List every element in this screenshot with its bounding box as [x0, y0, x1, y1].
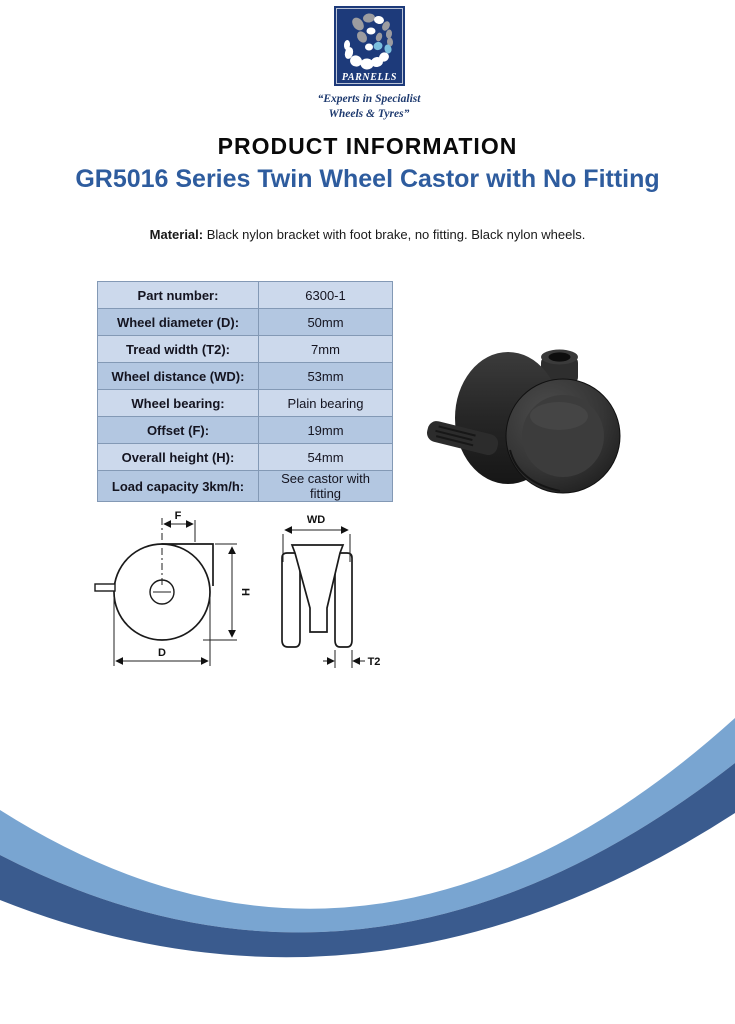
section-title: PRODUCT INFORMATION	[217, 133, 518, 159]
spec-label: Overall height (H):	[97, 443, 259, 471]
spec-label: Wheel diameter (D):	[97, 308, 259, 336]
swoosh-dark-band	[0, 763, 735, 958]
spec-value: 6300-1	[258, 281, 393, 309]
spec-value: 54mm	[258, 443, 393, 471]
spec-label: Wheel bearing:	[97, 389, 259, 417]
logo-inner-frame	[336, 8, 403, 84]
dim-label-T2: T2	[368, 656, 381, 668]
table-row: Wheel bearing: Plain bearing	[97, 389, 393, 417]
dim-label-D: D	[158, 647, 166, 659]
dim-label-H: H	[239, 588, 251, 596]
table-row: Wheel distance (WD): 53mm	[97, 362, 393, 390]
table-row: Load capacity 3km/h: See castor with fit…	[97, 470, 393, 502]
side-view-bracket-outline	[162, 543, 214, 586]
spec-value: 19mm	[258, 416, 393, 444]
castor-product-photo	[426, 349, 621, 494]
table-row: Tread width (T2): 7mm	[97, 335, 393, 363]
castor-front-wheel	[505, 378, 621, 494]
material-description: Material: Black nylon bracket with foot …	[0, 227, 735, 242]
dimension-drawing: F H D WD T2	[94, 510, 381, 668]
front-view-bracket	[290, 544, 345, 633]
logo-tagline: “Experts in Specialist Wheels & Tyres”	[244, 92, 494, 122]
side-view-brake-lever	[94, 583, 116, 592]
tagline-line2: Wheels & Tyres”	[328, 108, 410, 120]
spec-label: Tread width (T2):	[97, 335, 259, 363]
spec-table: Part number: 6300-1 Wheel diameter (D): …	[97, 281, 393, 502]
dim-label-F: F	[175, 510, 182, 522]
front-view-left-wheel	[281, 552, 301, 648]
spec-label: Part number:	[97, 281, 259, 309]
castor-socket	[541, 349, 578, 384]
spec-label: Load capacity 3km/h:	[97, 470, 259, 502]
footer-swoosh-graphic	[0, 718, 735, 958]
spec-label: Wheel distance (WD):	[97, 362, 259, 390]
spec-value: 7mm	[258, 335, 393, 363]
parnells-logo: PARNELLS	[334, 6, 405, 86]
front-view-right-wheel	[334, 552, 353, 648]
material-label: Material:	[149, 227, 204, 242]
table-row: Part number: 6300-1	[97, 281, 393, 309]
table-row: Wheel diameter (D): 50mm	[97, 308, 393, 336]
spec-label: Offset (F):	[97, 416, 259, 444]
castor-brake-pedal	[426, 421, 499, 456]
page-title: GR5016 Series Twin Wheel Castor with No …	[75, 165, 660, 193]
tagline-line1: “Experts in Specialist	[317, 93, 421, 105]
swoosh-light-band	[0, 718, 735, 933]
table-row: Offset (F): 19mm	[97, 416, 393, 444]
logo-wordmark: PARNELLS	[341, 72, 398, 83]
spec-value: Plain bearing	[258, 389, 393, 417]
table-row: Overall height (H): 54mm	[97, 443, 393, 471]
dim-label-WD: WD	[307, 514, 325, 526]
spec-value: 50mm	[258, 308, 393, 336]
spec-value: 53mm	[258, 362, 393, 390]
spec-value: See castor with fitting	[258, 470, 393, 502]
logo-oval-spiral-icon	[343, 13, 394, 70]
material-text: Black nylon bracket with foot brake, no …	[203, 227, 586, 242]
